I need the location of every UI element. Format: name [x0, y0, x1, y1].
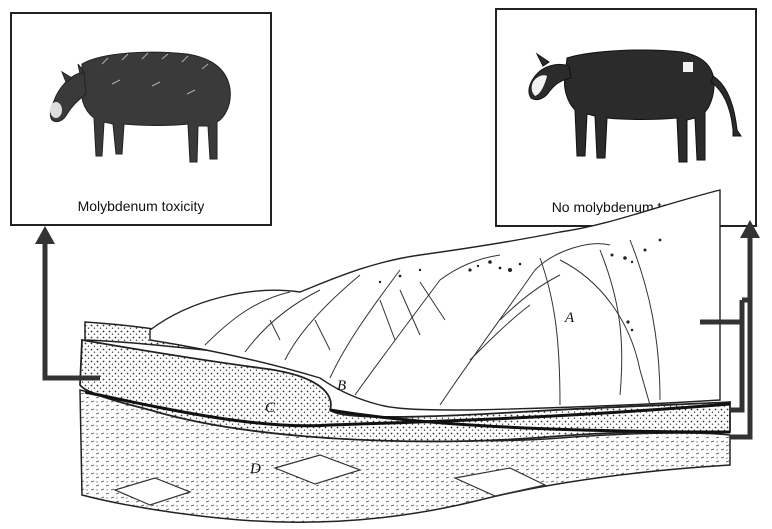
label-a: A [564, 310, 575, 326]
label-d: D [249, 461, 261, 477]
label-c: C [265, 400, 276, 416]
label-b: B [337, 378, 346, 394]
